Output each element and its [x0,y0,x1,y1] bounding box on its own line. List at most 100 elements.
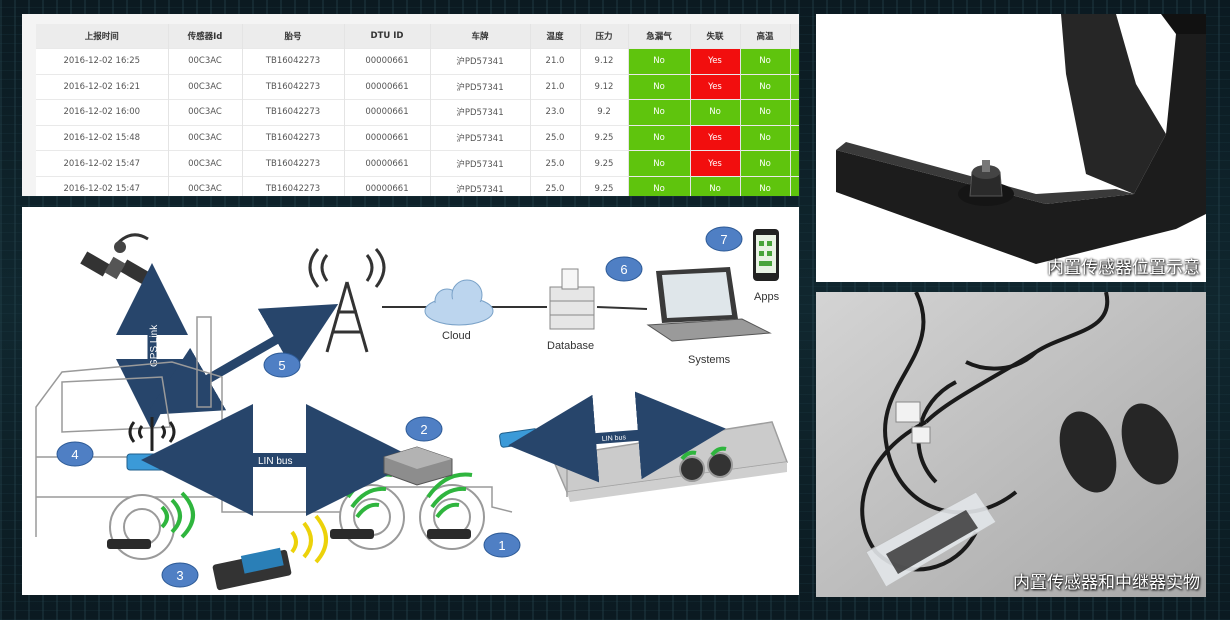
cell-plate: 沪PD57341 [430,124,531,151]
column-header-lost-connection[interactable]: 失联 [690,24,741,49]
sensor-position-caption: 内置传感器位置示意 [1047,258,1200,278]
cell-dtu-id: 00000661 [344,150,431,177]
step-badge-circle [483,532,521,558]
cell-lost-connection: Yes [690,48,741,75]
cell-rapid-leak: No [628,124,691,151]
step-badge-number: 5 [278,358,285,373]
column-header-plate[interactable]: 车牌 [430,24,531,49]
cell-temperature: 25.0 [530,175,581,196]
cell-tower-icon [308,248,386,353]
cell-truncated: N [790,150,799,177]
column-header-rapid-leak[interactable]: 急漏气 [628,24,691,49]
cell-report-time: 2016-12-02 16:21 [36,73,169,100]
cell-temperature: 21.0 [530,73,581,100]
cell-lost-connection: Yes [690,73,741,100]
handheld-signal-waves [290,514,328,564]
cell-tire-number: TB16042273 [242,124,345,151]
cell-pressure: 9.2 [580,99,629,126]
step-badge-2: 2 [405,416,443,442]
trailer-lin-bus-arrow [508,391,726,483]
cell-report-time: 2016-12-02 15:47 [36,175,169,196]
sensor-position-illustration: 内置传感器位置示意 [816,14,1206,282]
step-badge-5: 5 [263,352,301,378]
table-header-row: 上报时间 传感器Id 胎号 DTU ID 车牌 温度 压力 急漏气 失联 高温 … [36,24,799,49]
sensor-data-table: 上报时间 传感器Id 胎号 DTU ID 车牌 温度 压力 急漏气 失联 高温 … [36,24,799,196]
sensor-repeater-image [816,292,1206,597]
cell-report-time: 2016-12-02 15:48 [36,124,169,151]
cell-sensor-id: 00C3AC [168,150,243,177]
cell-truncated: N [790,175,799,196]
apps-label: Apps [754,291,780,303]
column-header-tire-number[interactable]: 胎号 [242,24,345,49]
cell-pressure: 9.25 [580,150,629,177]
cell-high-temp: No [740,99,791,126]
cell-truncated: N [790,73,799,100]
step-badge-circle [263,352,301,378]
database-icon [549,268,595,330]
column-header-pressure[interactable]: 压力 [580,24,629,49]
gps-link-label: GPS Link [149,324,160,367]
step-badge-circle [161,562,199,588]
cell-tire-number: TB16042273 [242,175,345,196]
column-header-high-temp[interactable]: 高温 [740,24,791,49]
sensor-data-table-panel: 上报时间 传感器Id 胎号 DTU ID 车牌 温度 压力 急漏气 失联 高温 … [22,14,799,196]
step-badge-circle [605,256,643,282]
cell-report-time: 2016-12-02 16:00 [36,99,169,126]
cell-sensor-id: 00C3AC [168,124,243,151]
satellite-icon [80,233,150,285]
cell-lost-connection: Yes [690,124,741,151]
step-badge-number: 7 [720,232,727,247]
handheld-reader-icon [212,547,292,591]
cell-tire-number: TB16042273 [242,99,345,126]
cell-plate: 沪PD57341 [430,150,531,177]
column-header-dtu-id[interactable]: DTU ID [344,24,431,49]
systems-label: Systems [688,354,731,366]
cell-tire-number: TB16042273 [242,150,345,177]
cell-temperature: 25.0 [530,150,581,177]
database-label: Database [547,340,594,352]
step-badge-7: 7 [705,226,743,252]
smartphone-icon [753,229,779,281]
column-header-report-time[interactable]: 上报时间 [36,24,169,49]
cell-plate: 沪PD57341 [430,175,531,196]
cell-dtu-id: 00000661 [344,175,431,196]
column-header-temperature[interactable]: 温度 [530,24,581,49]
cell-pressure: 9.12 [580,73,629,100]
real-photo-caption: 内置传感器和中继器实物 [1013,573,1200,593]
lin-bus-label: LIN bus [258,456,292,467]
column-header-sensor-id[interactable]: 传感器Id [168,24,243,49]
cloud-icon [424,279,494,326]
cell-plate: 沪PD57341 [430,48,531,75]
cell-pressure: 9.25 [580,175,629,196]
cell-pressure: 9.25 [580,124,629,151]
cell-sensor-id: 00C3AC [168,48,243,75]
cell-temperature: 23.0 [530,99,581,126]
cell-high-temp: No [740,48,791,75]
cell-lost-connection: Yes [690,150,741,177]
trailer-repeater-icon [499,428,539,448]
cell-dtu-id: 00000661 [344,48,431,75]
cell-rapid-leak: No [628,99,691,126]
cell-rapid-leak: No [628,175,691,196]
cell-temperature: 25.0 [530,124,581,151]
cell-report-time: 2016-12-02 16:25 [36,48,169,75]
cell-dtu-id: 00000661 [344,73,431,100]
cell-rapid-leak: No [628,150,691,177]
cell-high-temp: No [740,150,791,177]
cell-high-temp: No [740,73,791,100]
diagram-canvas: GPS Link 3G Cloud [35,226,789,591]
cell-tire-number: TB16042273 [242,48,345,75]
cell-plate: 沪PD57341 [430,99,531,126]
cell-sensor-id: 00C3AC [168,175,243,196]
3g-link-arrow [145,304,339,415]
column-header-truncated[interactable]: 高 [790,24,799,49]
cell-lost-connection: No [690,175,741,196]
step-badge-number: 3 [176,568,183,583]
